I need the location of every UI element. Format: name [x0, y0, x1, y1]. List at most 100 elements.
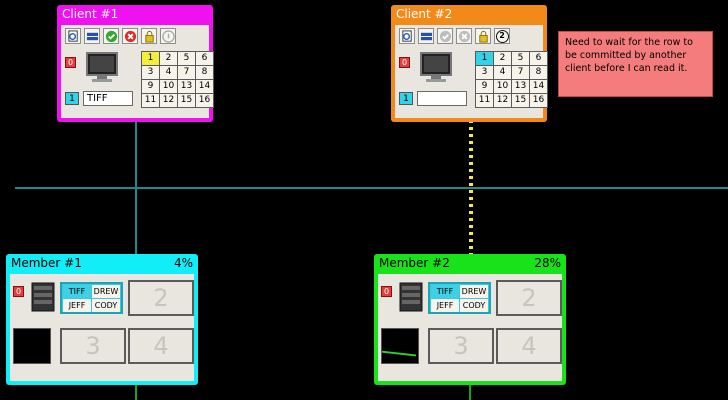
- row-cell: DREW: [92, 285, 120, 298]
- grid-cell[interactable]: 2: [160, 52, 177, 65]
- client-panel-2[interactable]: Client #2 2 0 1 2 5 6 3 4 7 8 9 10: [391, 5, 548, 122]
- query-icon[interactable]: [399, 28, 415, 44]
- power-icon[interactable]: 0: [65, 57, 76, 68]
- activity-graph: [13, 328, 51, 364]
- grid-cell[interactable]: 14: [530, 80, 547, 93]
- grid-cell[interactable]: 12: [494, 94, 511, 107]
- slot-2[interactable]: 2: [496, 280, 562, 316]
- grid-cell[interactable]: 15: [178, 94, 195, 107]
- power-icon[interactable]: 0: [13, 286, 24, 297]
- commit-check-icon[interactable]: [437, 28, 453, 44]
- server-icon: [399, 282, 423, 312]
- member2-rows-block[interactable]: TIFF DREW JEFF CODY: [428, 282, 491, 314]
- wait-2-icon[interactable]: 2: [494, 28, 510, 44]
- slot-3[interactable]: 3: [428, 328, 494, 364]
- grid-cell[interactable]: 13: [178, 80, 195, 93]
- client1-row-grid: 1 2 5 6 3 4 7 8 9 10 13 14 11 12 15 16: [141, 51, 214, 108]
- member1-down-connector: [135, 385, 137, 400]
- grid-cell[interactable]: 16: [196, 94, 213, 107]
- row-cell: TIFF: [63, 285, 91, 298]
- grid-cell[interactable]: 12: [160, 94, 177, 107]
- grid-cell[interactable]: 11: [476, 94, 493, 107]
- grid-cell[interactable]: 6: [530, 52, 547, 65]
- grid-cell[interactable]: 10: [160, 80, 177, 93]
- slot-4[interactable]: 4: [496, 328, 562, 364]
- client-panel-1[interactable]: Client #1 0 1 2 5 6 3 4 7 8 9 10: [57, 5, 214, 122]
- lock-icon[interactable]: [475, 28, 491, 44]
- member-load-percent: 28%: [534, 256, 561, 270]
- query-icon[interactable]: [65, 28, 81, 44]
- grid-cell[interactable]: 14: [196, 80, 213, 93]
- member1-rows-block[interactable]: TIFF DREW JEFF CODY: [60, 282, 123, 314]
- member-panel-1[interactable]: Member #1 4% 0 TIFF DREW JEFF CODY 2 3 4: [6, 254, 198, 385]
- member-body: 0 TIFF DREW JEFF CODY 2 3 4: [378, 274, 562, 381]
- row-cell: TIFF: [431, 285, 459, 298]
- table-icon[interactable]: [84, 28, 100, 44]
- info-icon[interactable]: [160, 28, 176, 44]
- client-body: 0 1 2 5 6 3 4 7 8 9 10 13 14 11 12 15 16…: [61, 25, 214, 118]
- client-title: Client #1: [62, 7, 119, 21]
- member-header: Member #1 4%: [6, 254, 198, 272]
- grid-cell[interactable]: 1: [142, 52, 159, 65]
- client2-waiting-connector: [469, 120, 473, 255]
- power-icon[interactable]: 0: [381, 286, 392, 297]
- member-title: Member #1: [11, 256, 82, 270]
- grid-cell[interactable]: 10: [494, 80, 511, 93]
- grid-cell[interactable]: 8: [196, 66, 213, 79]
- lock-icon[interactable]: [141, 28, 157, 44]
- status-note: Need to wait for the row to be committed…: [558, 31, 713, 97]
- slot-4[interactable]: 4: [128, 328, 194, 364]
- grid-cell[interactable]: 13: [512, 80, 529, 93]
- member-load-percent: 4%: [173, 256, 193, 270]
- rollback-x-icon[interactable]: [456, 28, 472, 44]
- grid-cell[interactable]: 1: [476, 52, 493, 65]
- grid-cell[interactable]: 9: [142, 80, 159, 93]
- server-icon: [31, 282, 55, 312]
- activity-line: [381, 350, 417, 357]
- row-cell: JEFF: [63, 299, 91, 312]
- commit-check-icon[interactable]: [103, 28, 119, 44]
- wait-count: 2: [495, 29, 509, 43]
- grid-cell[interactable]: 8: [530, 66, 547, 79]
- client-title: Client #2: [396, 7, 453, 21]
- rollback-x-icon[interactable]: [122, 28, 138, 44]
- grid-cell[interactable]: 16: [530, 94, 547, 107]
- grid-cell[interactable]: 6: [196, 52, 213, 65]
- row-cell: CODY: [92, 299, 120, 312]
- grid-cell[interactable]: 5: [512, 52, 529, 65]
- row-cell: CODY: [460, 299, 488, 312]
- client-name-field[interactable]: [417, 91, 467, 106]
- grid-cell[interactable]: 3: [476, 66, 493, 79]
- client-name-field[interactable]: TIFF: [83, 91, 133, 106]
- grid-cell[interactable]: 2: [494, 52, 511, 65]
- power-icon[interactable]: 0: [399, 57, 410, 68]
- grid-cell[interactable]: 4: [160, 66, 177, 79]
- slot-2[interactable]: 2: [128, 280, 194, 316]
- client-number-badge: 1: [399, 92, 413, 105]
- monitor-icon: [86, 52, 118, 82]
- row-cell: DREW: [460, 285, 488, 298]
- client1-connector: [135, 120, 137, 256]
- client2-row-grid: 1 2 5 6 3 4 7 8 9 10 13 14 11 12 15 16: [475, 51, 548, 108]
- client-number-badge: 1: [65, 92, 79, 105]
- member-panel-2[interactable]: Member #2 28% 0 TIFF DREW JEFF CODY 2 3 …: [374, 254, 566, 385]
- grid-cell[interactable]: 9: [476, 80, 493, 93]
- member2-down-connector: [469, 385, 471, 400]
- table-icon[interactable]: [418, 28, 434, 44]
- network-bus-line: [15, 187, 728, 189]
- grid-cell[interactable]: 4: [494, 66, 511, 79]
- grid-cell[interactable]: 5: [178, 52, 195, 65]
- grid-cell[interactable]: 3: [142, 66, 159, 79]
- member-title: Member #2: [379, 256, 450, 270]
- row-cell: JEFF: [431, 299, 459, 312]
- client-body: 2 0 1 2 5 6 3 4 7 8 9 10 13 14 11 12 15 …: [395, 25, 548, 118]
- member-body: 0 TIFF DREW JEFF CODY 2 3 4: [10, 274, 194, 381]
- grid-cell[interactable]: 7: [512, 66, 529, 79]
- grid-cell[interactable]: 15: [512, 94, 529, 107]
- grid-cell[interactable]: 11: [142, 94, 159, 107]
- activity-graph: [381, 328, 419, 364]
- member-header: Member #2 28%: [374, 254, 566, 272]
- monitor-icon: [420, 52, 452, 82]
- grid-cell[interactable]: 7: [178, 66, 195, 79]
- slot-3[interactable]: 3: [60, 328, 126, 364]
